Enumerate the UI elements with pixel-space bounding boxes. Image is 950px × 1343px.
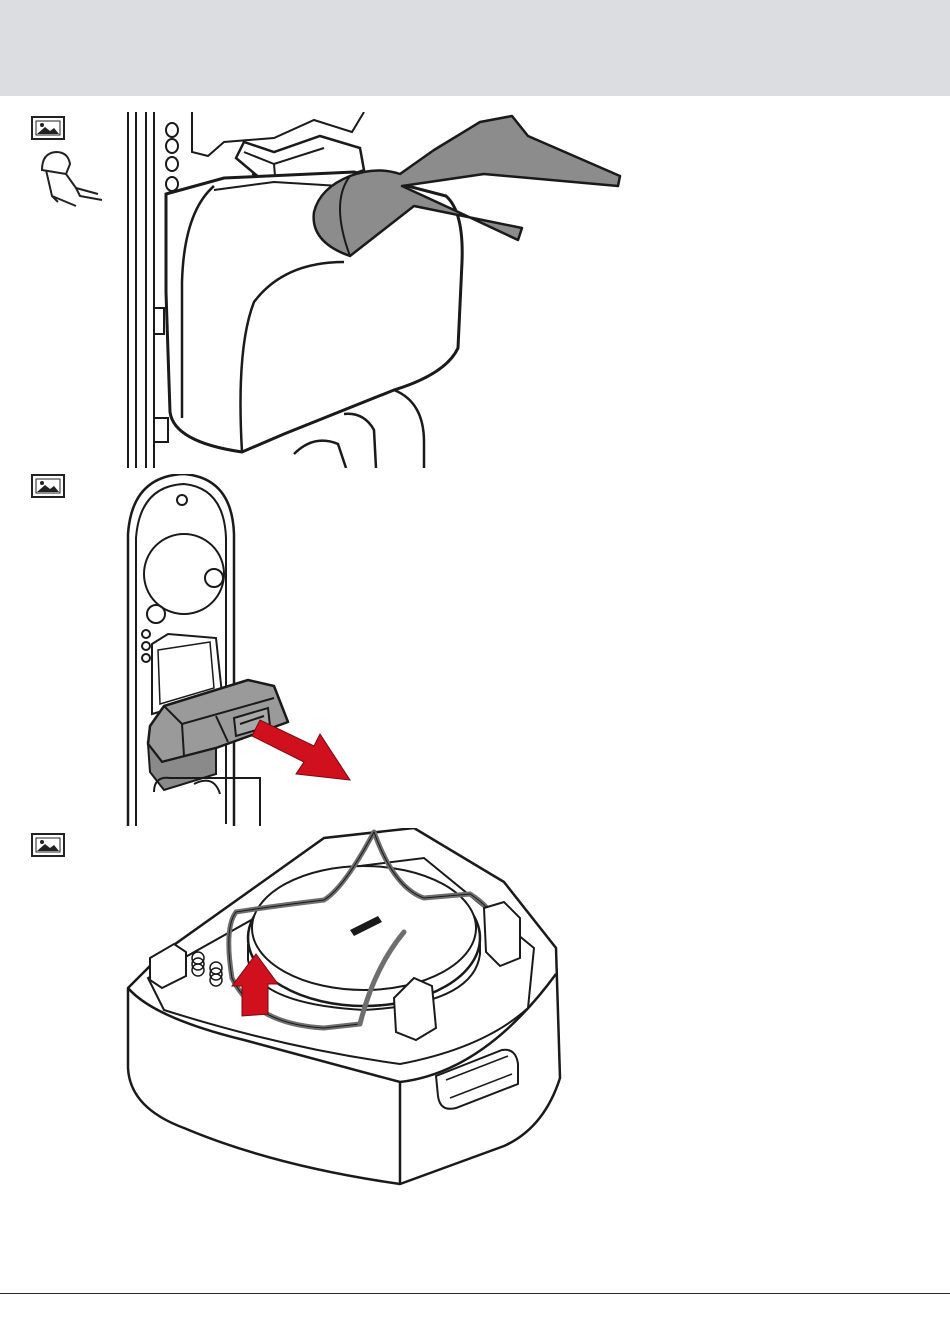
image-icon [31, 116, 65, 140]
footer-rule [0, 1293, 950, 1294]
image-icon [31, 474, 65, 498]
coin-battery-clip-lift-illustration [124, 828, 566, 1188]
header-band [0, 0, 950, 96]
insertion-tool-icon [36, 148, 106, 212]
battery-module-pull-out-illustration [124, 474, 354, 826]
image-icon [31, 833, 65, 857]
module-cover-release-illustration [124, 112, 624, 468]
